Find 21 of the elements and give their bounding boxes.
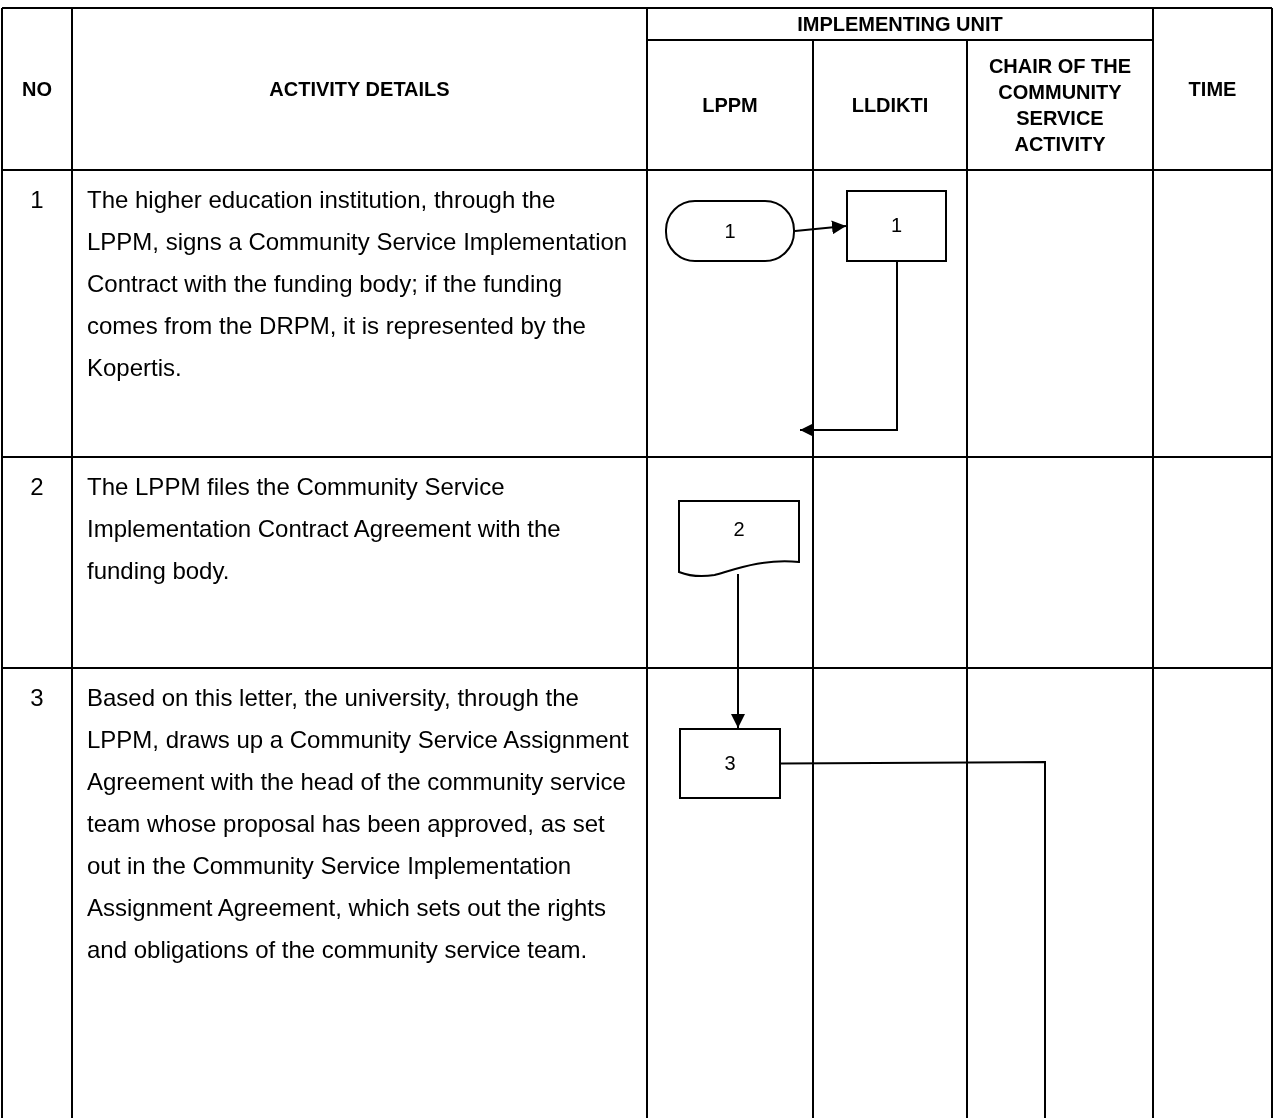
row-number: 3 [30, 683, 44, 713]
connector-line [780, 761, 1046, 1118]
activity-text: The higher education institution, through the LPPM, signs a Community Service Implementation Contract with the funding body; if the funding comes from the DRPM, it is represented by the Kopertis. [87, 185, 629, 383]
column-header: CHAIR OF THE COMMUNITY SERVICE ACTIVITY [987, 54, 1133, 157]
terminator-shape: 1 [665, 200, 795, 262]
arrow [794, 220, 847, 235]
column-header: LPPM [702, 93, 758, 118]
column-header: LLDIKTI [851, 93, 929, 118]
column-header: ACTIVITY DETAILS [269, 77, 450, 102]
column-header: TIME [1188, 77, 1237, 102]
activity-text: The LPPM files the Community Service Implementation Contract Agreement with the funding body. [87, 472, 562, 586]
row-number: 1 [30, 185, 44, 215]
process-box: 3 [679, 728, 781, 799]
column-header: NO [22, 77, 52, 102]
column-header: IMPLEMENTING UNIT [797, 12, 1003, 37]
document-shape: 2 [678, 500, 800, 578]
arrow [799, 261, 898, 437]
row-number: 2 [30, 472, 44, 502]
process-box: 1 [846, 190, 947, 262]
arrow [731, 573, 745, 729]
activity-text: Based on this letter, the university, through the LPPM, draws up a Community Service Assignment Agreement with the head of the community service team whose proposal has been approved, as set out in the Community Service Implementation Assignment Agreement, which sets out the rights and obligations of the community service team. [87, 683, 630, 965]
